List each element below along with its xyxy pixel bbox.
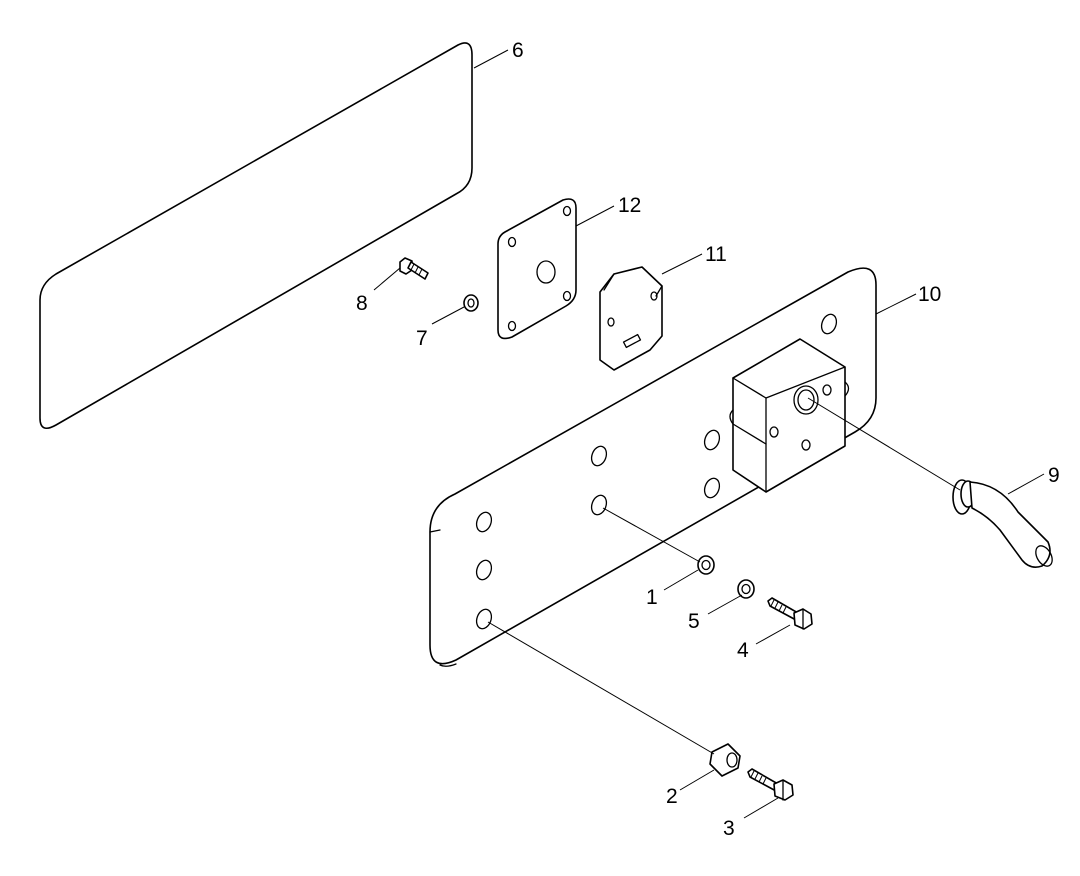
part-8-screw: [399, 257, 429, 280]
callout-8: 8: [356, 292, 368, 315]
part-10-mounting-plate: [429, 267, 877, 667]
part-6-gasket: [39, 42, 473, 430]
callout-11: 11: [705, 243, 727, 266]
callout-7: 7: [416, 327, 428, 350]
leader-lines: [373, 49, 1045, 819]
callout-12: 12: [618, 194, 641, 217]
part-2-spacer: [709, 743, 741, 777]
callout-6: 6: [512, 39, 524, 62]
part-4-bolt: [767, 597, 813, 630]
part-3-bolt: [747, 768, 794, 801]
callout-1: 1: [646, 586, 658, 609]
callout-10: 10: [918, 283, 941, 306]
part-11-insert: [599, 266, 663, 371]
part-7-washer: [463, 294, 479, 312]
callout-2: 2: [666, 785, 678, 808]
callout-9: 9: [1048, 464, 1060, 487]
callout-4: 4: [737, 639, 749, 662]
callout-labels: 6 12 11 10 9 8 7 1 5 4 2 3: [356, 39, 1060, 840]
part-12-cover-plate: [497, 198, 577, 340]
part-1-washer: [697, 555, 715, 575]
callout-5: 5: [688, 610, 700, 633]
part-9-pipe-fitting: [952, 479, 1053, 568]
part-5-washer: [737, 579, 755, 599]
callout-3: 3: [723, 817, 735, 840]
